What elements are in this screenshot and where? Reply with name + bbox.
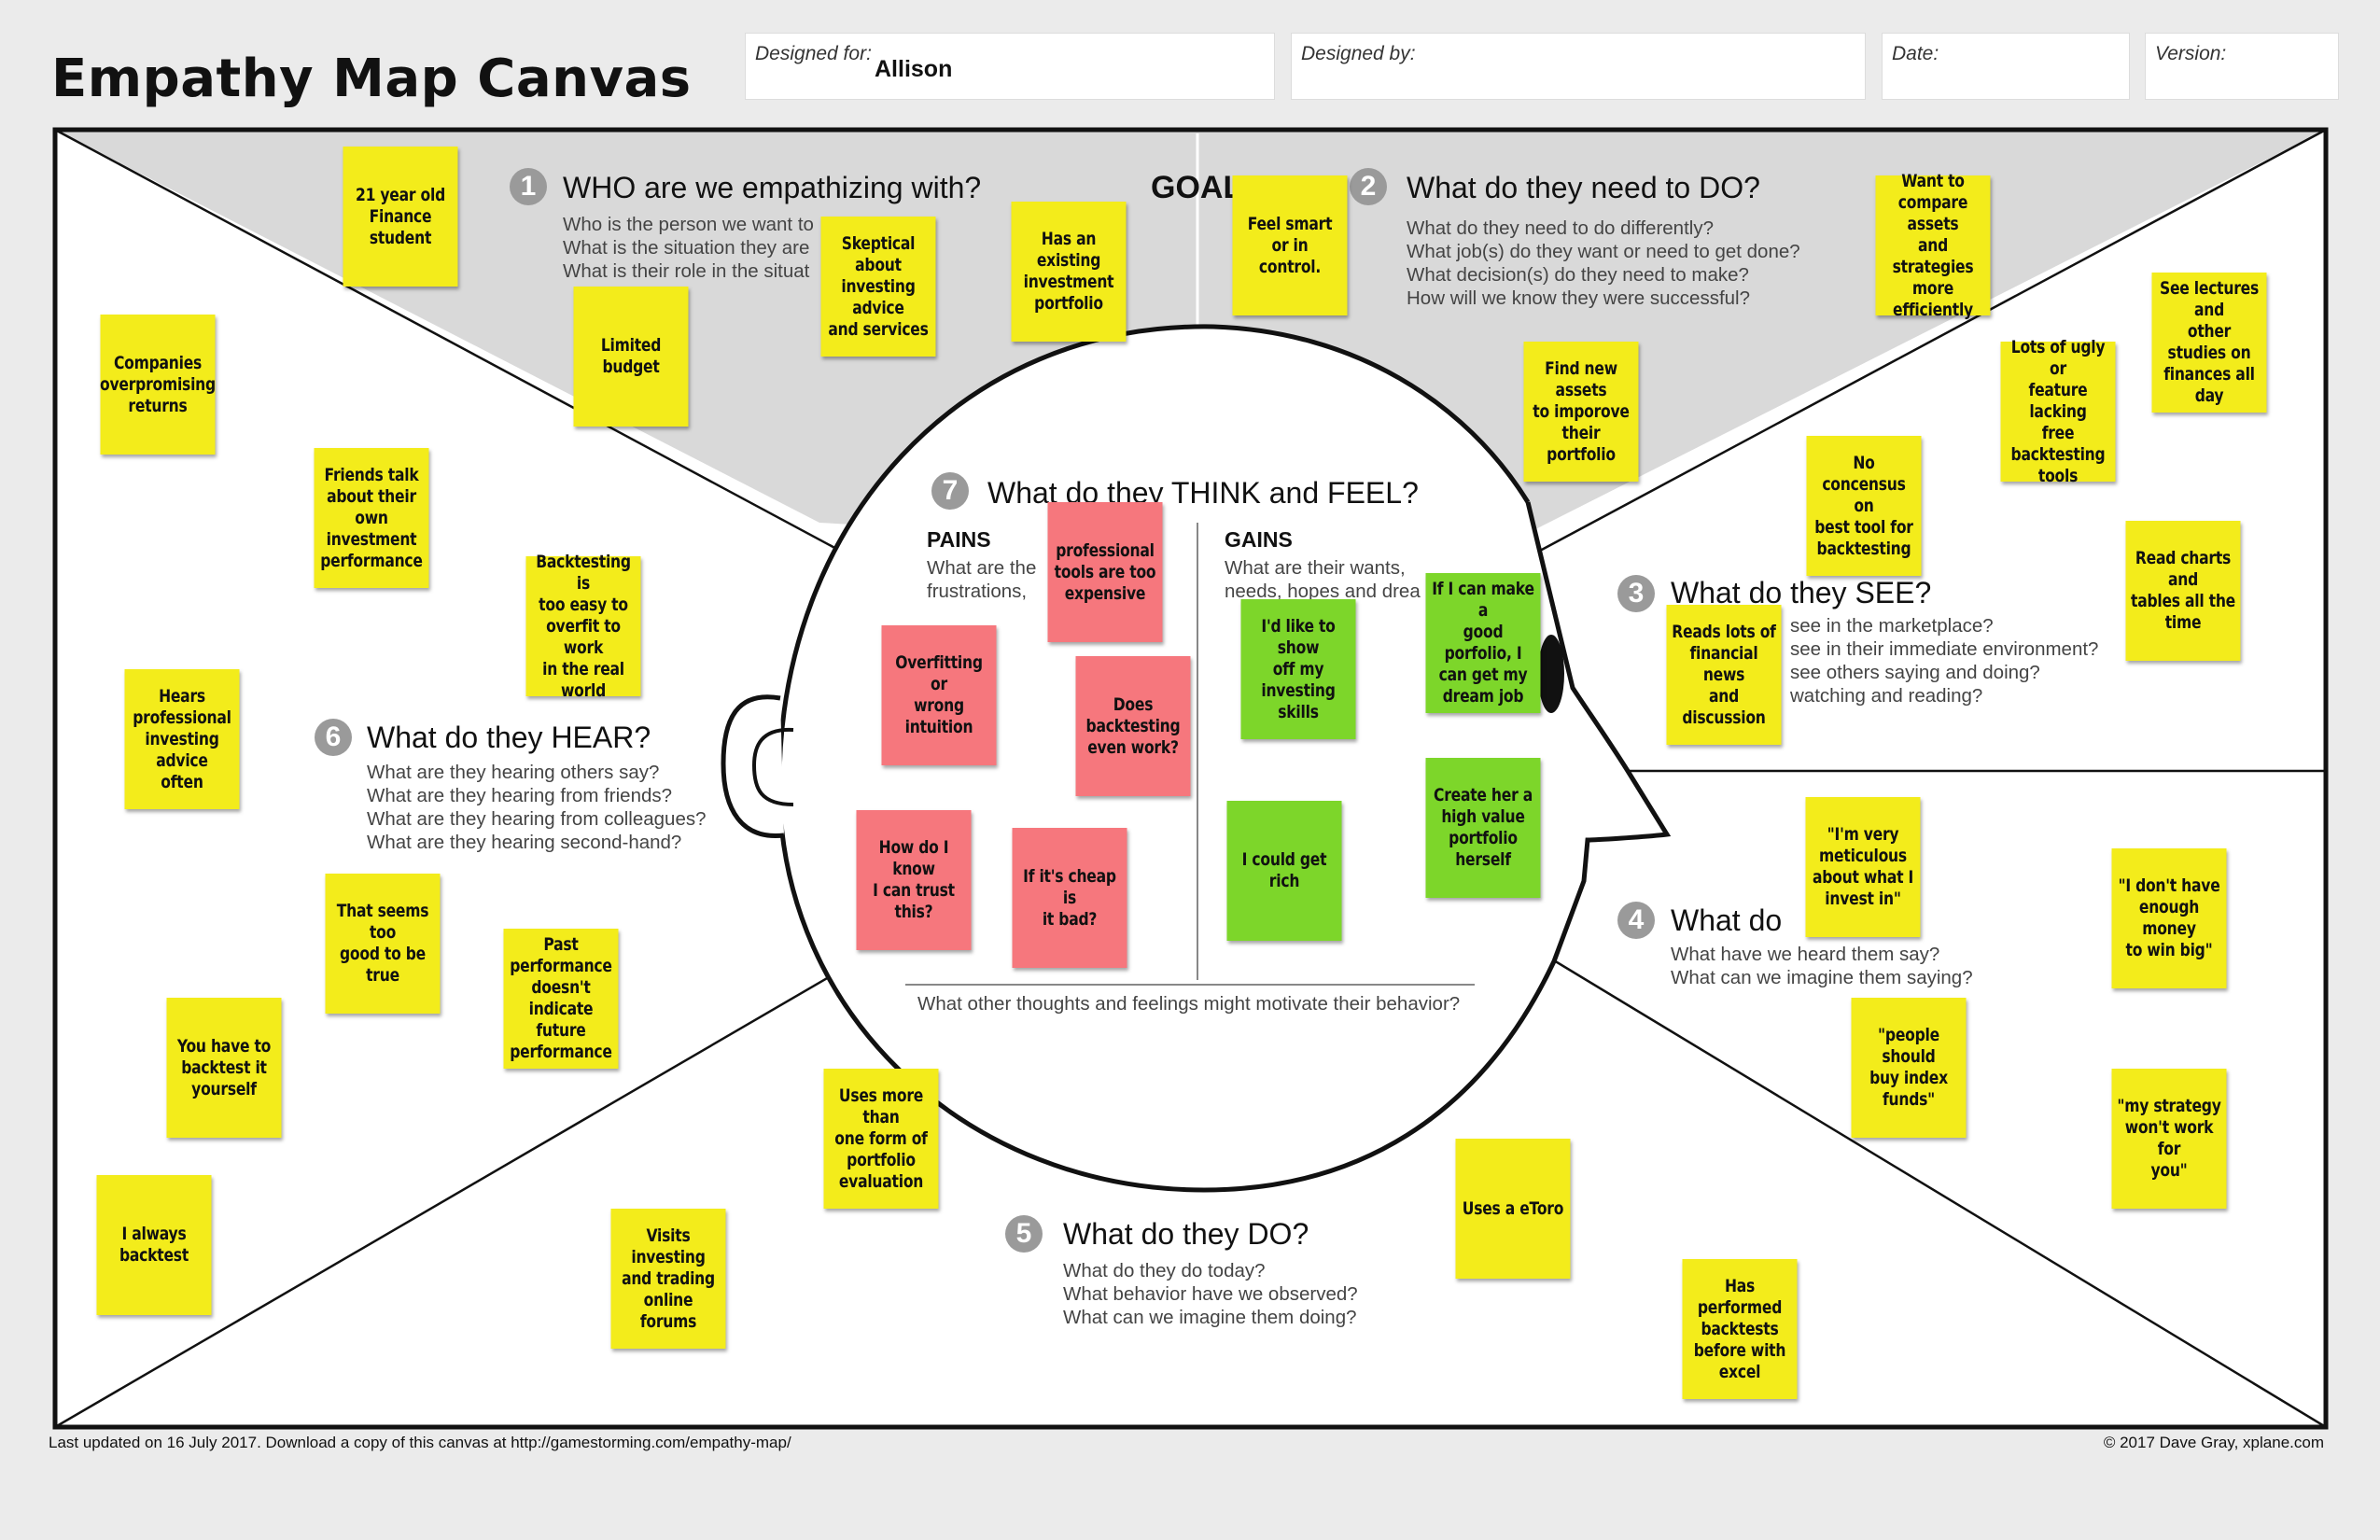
section-5-number: 5 (1005, 1215, 1043, 1253)
sticky-note[interactable]: Uses a eToro (1455, 1139, 1571, 1279)
head-shape (721, 324, 1672, 1193)
section-3-number: 3 (1617, 575, 1655, 612)
think-feel-bottom-question: What other thoughts and feelings might m… (917, 993, 1461, 1015)
section-2-title: What do they need to DO? (1407, 171, 1760, 204)
designed-for-field[interactable]: Designed for: Allison (745, 33, 1275, 100)
section-6-questions: What are they hearing others say? What a… (367, 762, 707, 853)
date-field[interactable]: Date: (1882, 33, 2130, 100)
footer-copyright: © 2017 Dave Gray, xplane.com (2103, 1434, 2324, 1451)
section-4-title: What do (1671, 903, 1783, 937)
page-title: Empathy Map Canvas (51, 49, 692, 109)
section-6-title: What do they HEAR? (367, 721, 651, 754)
designed-by-field[interactable]: Designed by: (1291, 33, 1866, 100)
pains-label: PAINS (927, 527, 991, 552)
footer-note: Last updated on 16 July 2017. Download a… (49, 1434, 791, 1451)
date-label: Date: (1892, 43, 1939, 64)
section-5-title: What do they DO? (1063, 1217, 1309, 1251)
pains-questions: What are the frustrations, (927, 557, 1037, 602)
goal-label: GOAL (1151, 170, 1243, 205)
version-label: Version: (2155, 43, 2227, 64)
section-2-number: 2 (1350, 168, 1387, 205)
section-4-questions: What have we heard them say? What can we… (1671, 944, 1973, 988)
gains-label: GAINS (1225, 527, 1293, 552)
gains-questions: What are their wants, needs, hopes and d… (1225, 557, 1421, 602)
section-1-number: 1 (510, 168, 547, 205)
section-3-questions: see in the marketplace? see in their imm… (1790, 615, 2099, 707)
quadrant-lines (54, 128, 2327, 1429)
section-1-title: WHO are we empathizing with? (563, 171, 982, 204)
canvas-border (52, 127, 2329, 1430)
section-7-number: 7 (931, 472, 969, 510)
section-3-title: What do they SEE? (1671, 576, 1932, 609)
section-2-questions: What do they need to do differently? Wha… (1407, 217, 1800, 309)
section-5-questions: What do they do today? What behavior hav… (1063, 1260, 1358, 1328)
sticky-note[interactable]: Limited budget (573, 287, 689, 427)
designed-for-value: Allison (875, 56, 953, 82)
section-6-number: 6 (315, 719, 352, 756)
version-field[interactable]: Version: (2145, 33, 2339, 100)
designed-by-label: Designed by: (1301, 43, 1416, 64)
section-4-number: 4 (1617, 902, 1655, 939)
section-1-questions: Who is the person we want to What is the… (563, 214, 814, 282)
sticky-note[interactable]: I could get rich (1226, 801, 1342, 941)
eye-icon (1538, 635, 1564, 713)
designed-for-label: Designed for: (755, 43, 872, 64)
